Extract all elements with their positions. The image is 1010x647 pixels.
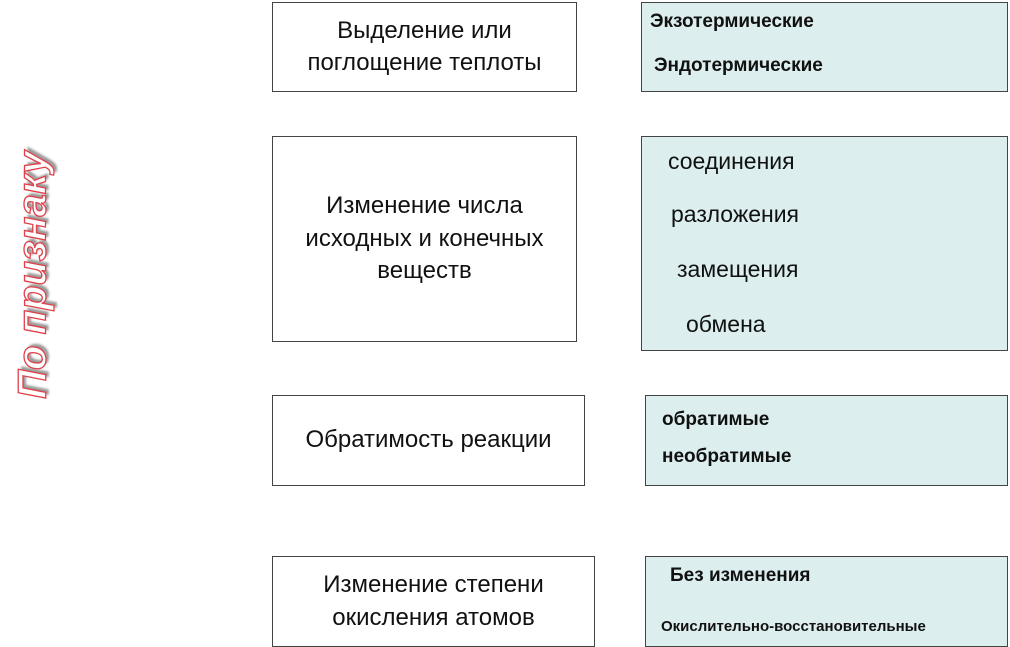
criterion-heat: Выделение или поглощение теплоты: [272, 2, 577, 92]
criterion-reversibility-label: Обратимость реакции: [305, 426, 552, 454]
category-exothermic: Экзотермические: [650, 11, 814, 32]
category-no-change: Без изменения: [670, 565, 811, 586]
category-reversible: обратимые: [662, 409, 770, 430]
side-title: По признаку: [10, 151, 55, 400]
category-decomposition: разложения: [671, 201, 800, 227]
criterion-substances-label: Изменение числа исходных и конечных веще…: [305, 192, 544, 285]
categories-reversibility: обратимые необратимые: [645, 395, 1008, 486]
categories-substances: соединения разложения замещения обмена: [641, 136, 1008, 351]
category-exchange: обмена: [686, 311, 766, 337]
criterion-heat-label: Выделение или поглощение теплоты: [307, 16, 542, 76]
categories-oxidation: Без изменения Окислительно-восстановител…: [645, 556, 1008, 647]
criterion-oxidation-label: Изменение степени окисления атомов: [323, 571, 544, 631]
category-redox: Окислительно-восстановительные: [661, 618, 926, 635]
criterion-oxidation: Изменение степени окисления атомов: [272, 556, 595, 647]
category-endothermic: Эндотермические: [654, 55, 823, 76]
category-combination: соединения: [668, 148, 795, 174]
categories-heat: Экзотермические Эндотермические: [641, 2, 1008, 92]
criterion-substances: Изменение числа исходных и конечных веще…: [272, 136, 577, 342]
category-irreversible: необратимые: [662, 446, 792, 467]
criterion-reversibility: Обратимость реакции: [272, 395, 585, 486]
category-substitution: замещения: [677, 256, 799, 282]
